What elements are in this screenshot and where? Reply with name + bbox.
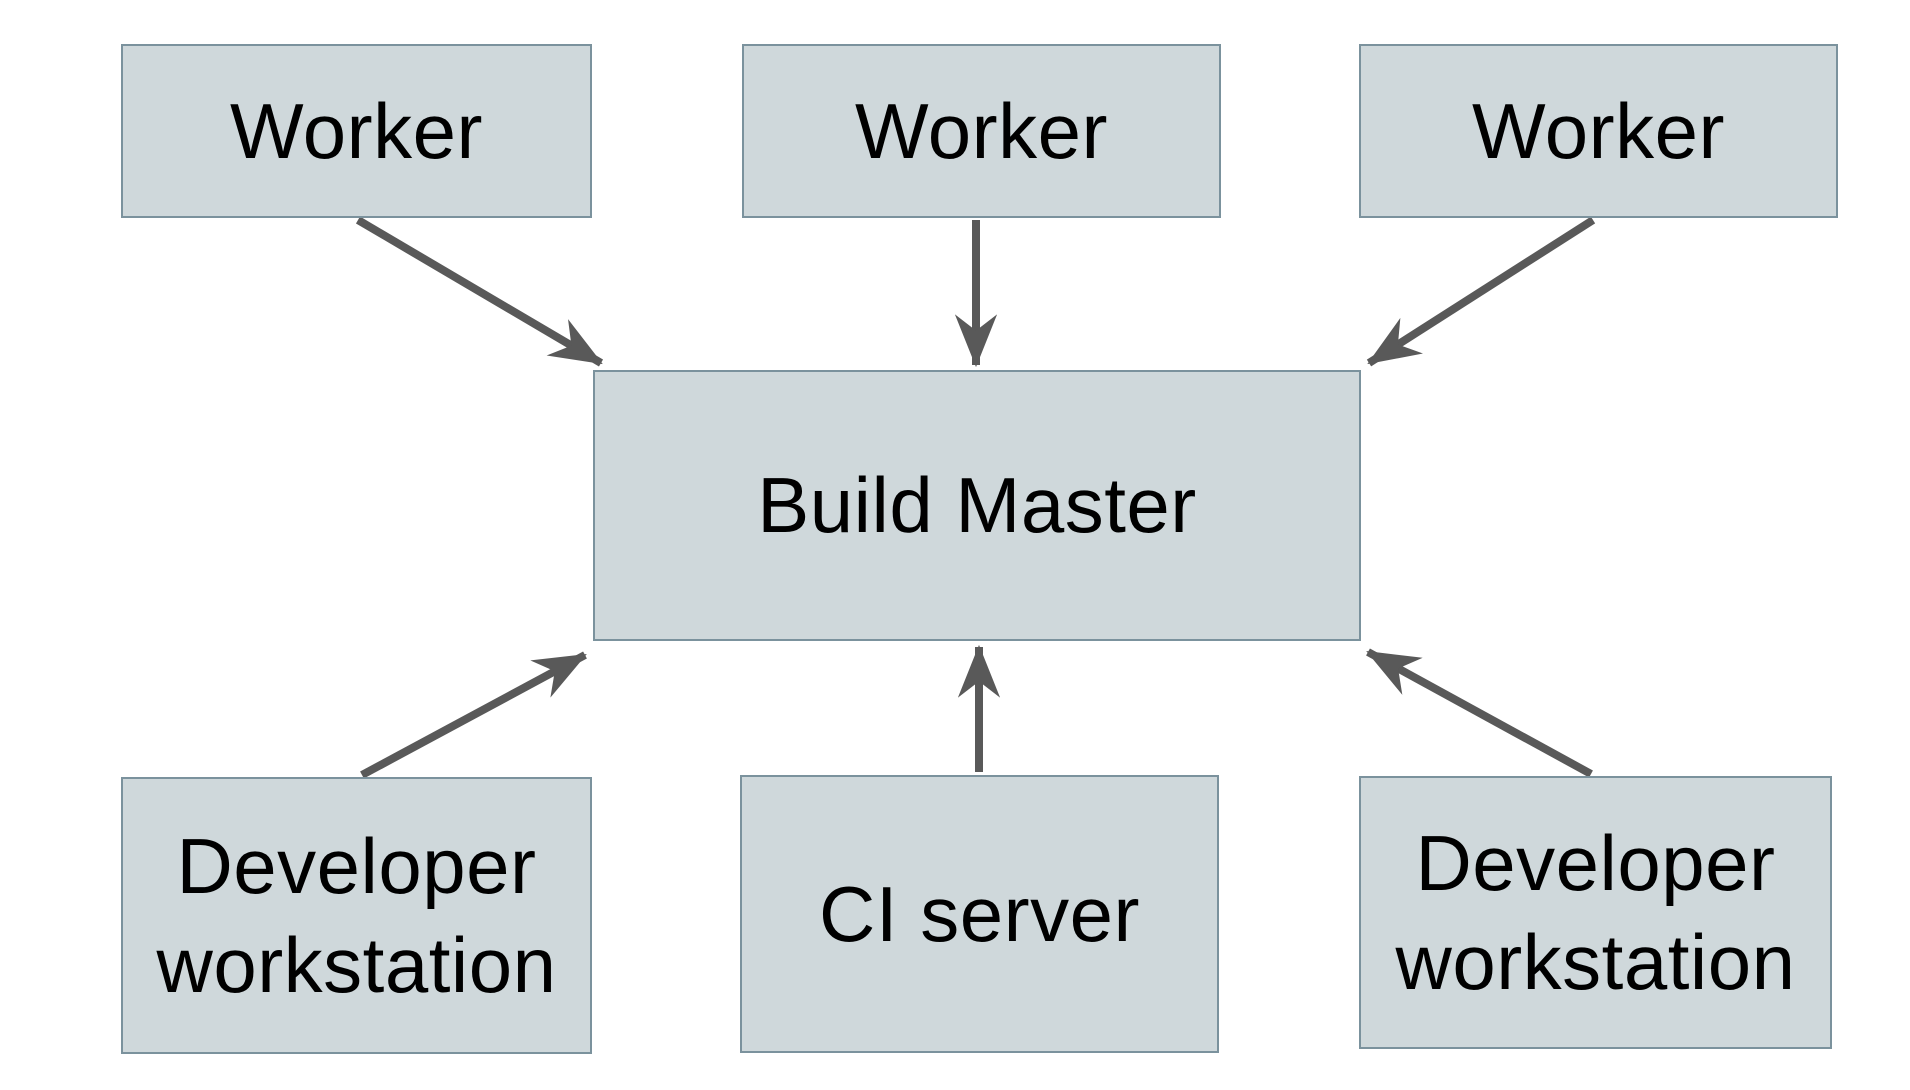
node-build-master-label: Build Master xyxy=(757,461,1197,550)
arrow-worker-left-to-build-master xyxy=(355,216,604,367)
node-developer-workstation-right: Developer workstation xyxy=(1359,776,1832,1049)
arrow-dev-right-to-build-master xyxy=(1366,648,1593,778)
node-worker-left-label: Worker xyxy=(230,86,483,175)
node-worker-right: Worker xyxy=(1359,44,1838,218)
node-worker-center: Worker xyxy=(742,44,1221,218)
arrow-worker-right-to-build-master xyxy=(1366,216,1596,367)
node-developer-workstation-left-label: Developer workstation xyxy=(156,822,557,1009)
node-ci-server-label: CI server xyxy=(819,869,1140,958)
arrow-dev-left-to-build-master xyxy=(360,651,587,779)
node-developer-workstation-left: Developer workstation xyxy=(121,777,592,1054)
node-build-master: Build Master xyxy=(593,370,1361,641)
node-worker-right-label: Worker xyxy=(1472,86,1725,175)
node-developer-workstation-right-label: Developer workstation xyxy=(1395,819,1796,1006)
node-ci-server: CI server xyxy=(740,775,1219,1053)
node-worker-center-label: Worker xyxy=(855,86,1108,175)
node-worker-left: Worker xyxy=(121,44,592,218)
